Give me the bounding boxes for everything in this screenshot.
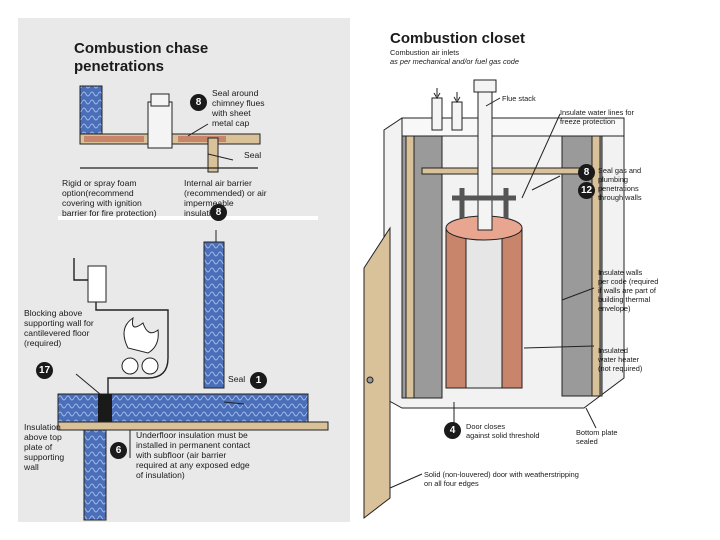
callout-6: 6 <box>110 442 127 459</box>
label-blocking: Blocking above supporting wall for canti… <box>24 308 94 348</box>
leader-seal-gas <box>531 175 561 191</box>
chase-drawing <box>57 85 329 521</box>
flue-stack <box>477 89 493 231</box>
closet-door <box>363 226 391 520</box>
header-beam <box>421 167 583 175</box>
leader-heater <box>523 345 595 349</box>
leader-bottom-plate <box>585 407 597 429</box>
leader-walls <box>561 287 595 301</box>
leader-water <box>521 113 561 199</box>
chase-wall-insulation <box>203 241 225 389</box>
chimney-flue <box>147 101 173 149</box>
label-bottom-plate: Bottom plate sealed <box>576 428 618 446</box>
blocking <box>98 394 112 422</box>
underfloor-insulation <box>57 393 309 423</box>
top-wall-insulation <box>79 85 103 135</box>
left-title: Combustion chase penetrations <box>74 40 209 75</box>
label-flue-stack: Flue stack <box>502 94 536 103</box>
chimney-cap <box>150 93 170 107</box>
flue-cap <box>473 79 497 93</box>
air-inlet-2 <box>451 101 463 131</box>
label-rigid-foam: Rigid or spray foam option(recommend cov… <box>62 178 157 218</box>
callout-8-closet: 8 <box>578 164 595 181</box>
label-seal-bottom: Seal <box>228 374 246 384</box>
leader-seal-top <box>207 153 234 161</box>
callout-8-barrier: 8 <box>210 204 227 221</box>
chase-outline <box>73 258 204 399</box>
log-right <box>141 357 159 375</box>
label-insulation-top-plate: Insulation above top plate of supporting… <box>24 422 65 472</box>
foam-strip-left <box>84 136 144 142</box>
callout-4: 4 <box>444 422 461 439</box>
label-inlets-sub: as per mechanical and/or fuel gas code <box>390 57 520 66</box>
leader-flue <box>485 97 501 107</box>
label-seal-top: Seal <box>244 150 262 160</box>
label-seal-chimney: Seal around chimney flues with sheet met… <box>212 88 265 128</box>
callout-8-chimney: 8 <box>190 94 207 111</box>
callout-1: 1 <box>250 372 267 389</box>
combustion-closet-panel: Combustion closet Combustion air inlets … <box>362 18 702 522</box>
left-stud <box>405 135 415 399</box>
right-stud <box>591 135 601 397</box>
label-underfloor: Underfloor insulation must be installed … <box>136 430 251 480</box>
door-knob <box>366 376 374 384</box>
label-insulate-walls: Insulate walls per code (required if wal… <box>598 268 659 313</box>
label-door-closes: Door closes against solid threshold <box>466 422 540 440</box>
supporting-wall-insulation <box>83 429 107 521</box>
label-internal-air-barrier: Internal air barrier (recommended) or ai… <box>184 178 267 218</box>
inlet-arrow-2 <box>453 92 461 103</box>
label-seal-gas: Seal gas and plumbing penetrations throu… <box>598 166 642 202</box>
label-insulate-water: Insulate water lines for freeze protecti… <box>560 108 634 126</box>
air-inlet-1 <box>431 97 443 131</box>
foam-strip-right <box>178 136 226 142</box>
label-solid-door: Solid (non-louvered) door with weatherst… <box>424 470 579 488</box>
heater-insulation-left <box>445 227 467 389</box>
right-title: Combustion closet <box>390 30 526 47</box>
leader-8a <box>187 123 209 137</box>
combustion-chase-panel: Combustion chase penetrations 8 Seal aro… <box>18 18 350 522</box>
label-inlets: Combustion air inlets <box>390 48 460 57</box>
leader-solid-door <box>389 473 423 489</box>
log-left <box>121 357 139 375</box>
leader-seal-bottom <box>223 401 245 405</box>
heater-insulation-right <box>501 227 523 389</box>
callout-12: 12 <box>578 182 595 199</box>
inlet-arrow-1 <box>433 88 441 99</box>
label-insulated-heater: Insulated water heater (not required) <box>598 346 643 373</box>
water-pipes <box>452 188 516 218</box>
closet-drawing <box>363 79 625 520</box>
leader-17 <box>75 373 101 395</box>
subfloor <box>57 421 329 431</box>
callout-17: 17 <box>36 362 53 379</box>
flame-sketch <box>123 316 159 354</box>
